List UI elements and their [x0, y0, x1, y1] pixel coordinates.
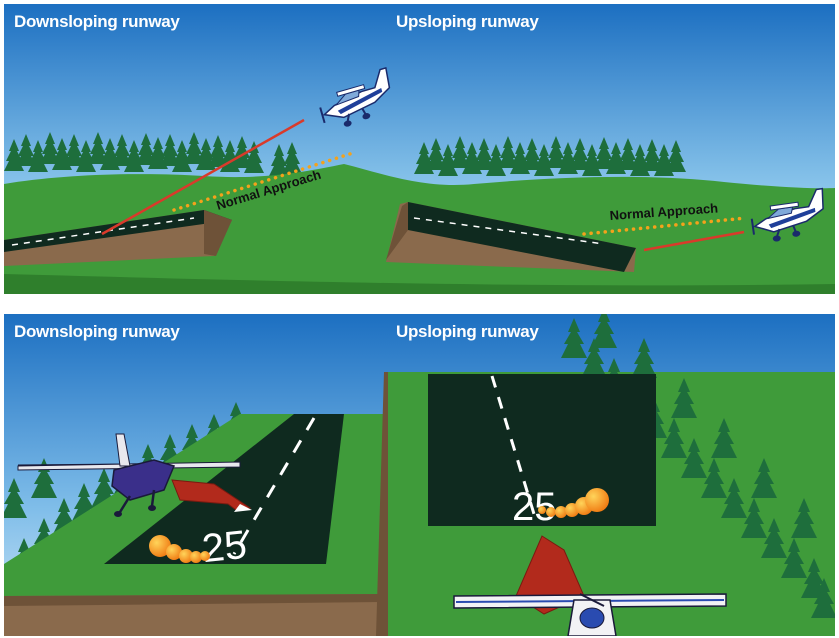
- pilot-view-illustration: 25 25: [4, 314, 835, 636]
- flight-path-marker: [149, 535, 210, 563]
- upsloping-runway-side: [386, 202, 636, 272]
- panel-heading: Downsloping runway: [14, 322, 180, 341]
- side-view-illustration: Normal Approach Normal Approach: [4, 4, 835, 294]
- downsloping-runway: [104, 414, 344, 564]
- upsloping-runway: [428, 374, 656, 526]
- airplane-icon: [453, 593, 727, 636]
- actual-approach-path: [643, 230, 745, 252]
- airplane-icon: [17, 433, 241, 517]
- pilot-view-panel: 25 25: [4, 314, 835, 636]
- runway-number: 25: [512, 485, 557, 529]
- runway-number: 25: [200, 523, 249, 571]
- normal-approach-path: [582, 216, 748, 236]
- panel-heading: Upsloping runway: [396, 12, 539, 31]
- downsloping-runway-side: [4, 210, 232, 266]
- panel-heading: Downsloping runway: [14, 12, 180, 31]
- actual-approach-path: [101, 118, 305, 236]
- side-view-panel: Normal Approach Normal Approach Downslop…: [4, 4, 835, 294]
- flight-path-marker: [538, 488, 609, 518]
- panel-heading: Upsloping runway: [396, 322, 539, 341]
